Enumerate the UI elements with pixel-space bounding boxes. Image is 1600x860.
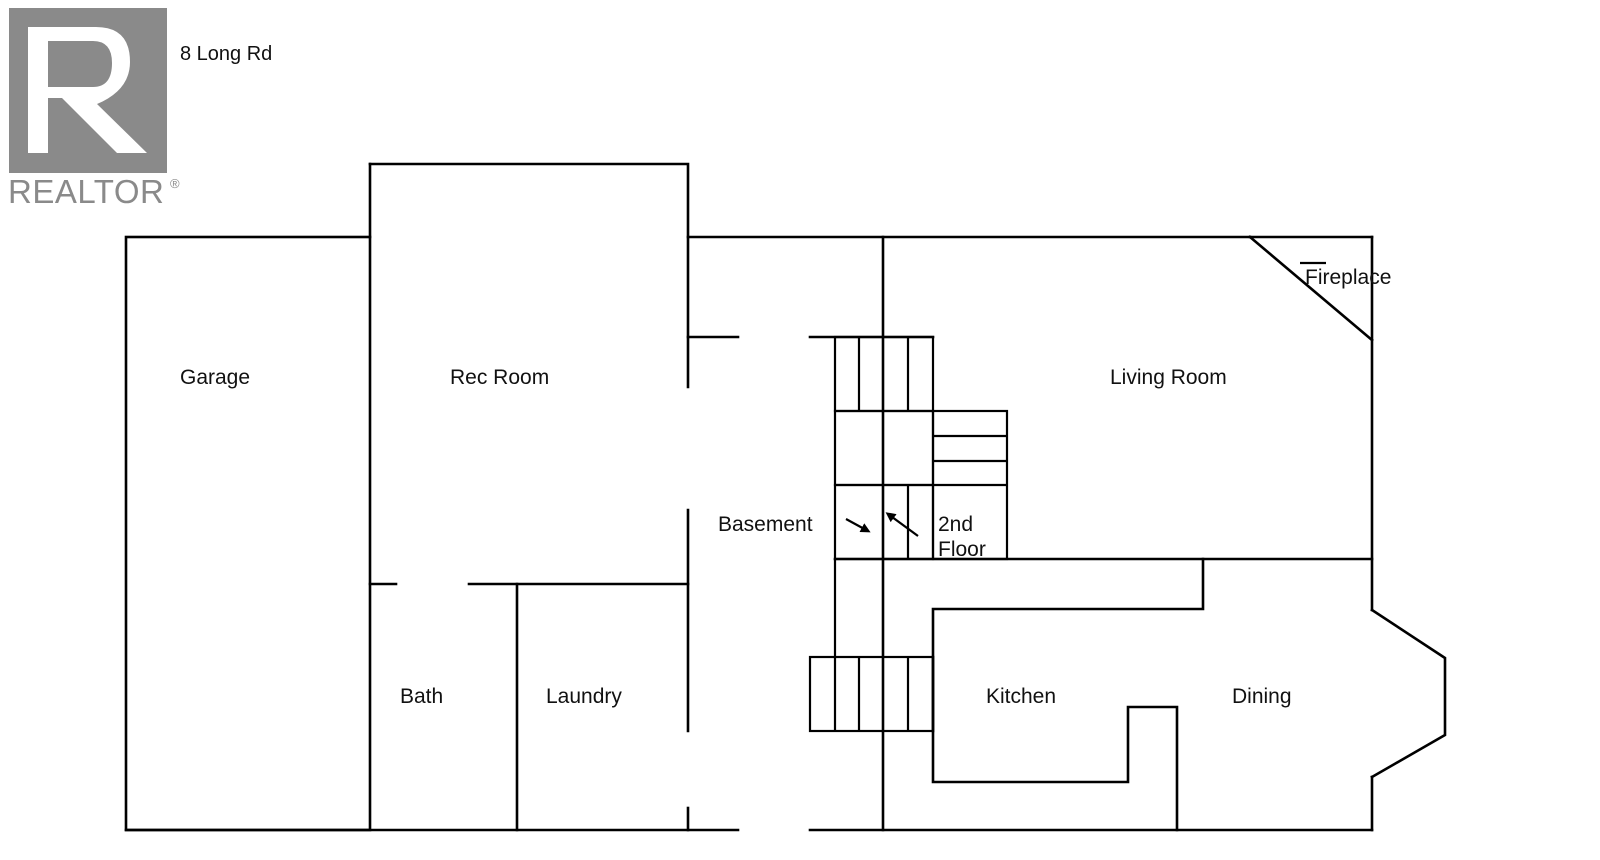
address-label: 8 Long Rd xyxy=(180,43,272,65)
walls xyxy=(124,162,1447,832)
room-labels: Garage Rec Room Basement Living Room Fir… xyxy=(180,266,1391,708)
room-label-fireplace: Fireplace xyxy=(1305,266,1391,289)
room-label-dining: Dining xyxy=(1232,685,1292,708)
room-label-living-room: Living Room xyxy=(1110,366,1227,389)
registered-mark: ® xyxy=(170,176,180,191)
realtor-logo: REALTOR ® xyxy=(8,8,180,210)
arrow-up-icon xyxy=(885,512,919,537)
room-label-garage: Garage xyxy=(180,366,250,389)
realtor-r-icon xyxy=(9,8,167,173)
garage-walls xyxy=(124,235,372,832)
room-label-bath: Bath xyxy=(400,685,443,708)
arrow-down-icon xyxy=(845,518,871,533)
room-label-kitchen: Kitchen xyxy=(986,685,1056,708)
room-label-basement: Basement xyxy=(718,513,813,536)
room-label-laundry: Laundry xyxy=(546,685,622,708)
stairs xyxy=(808,335,1009,733)
stairs-label-floor: Floor xyxy=(938,538,986,561)
logo-text: REALTOR xyxy=(8,173,164,210)
room-label-rec-room: Rec Room xyxy=(450,366,549,389)
rec-room-walls xyxy=(368,162,690,389)
stairs-label-2nd: 2nd xyxy=(938,513,973,536)
